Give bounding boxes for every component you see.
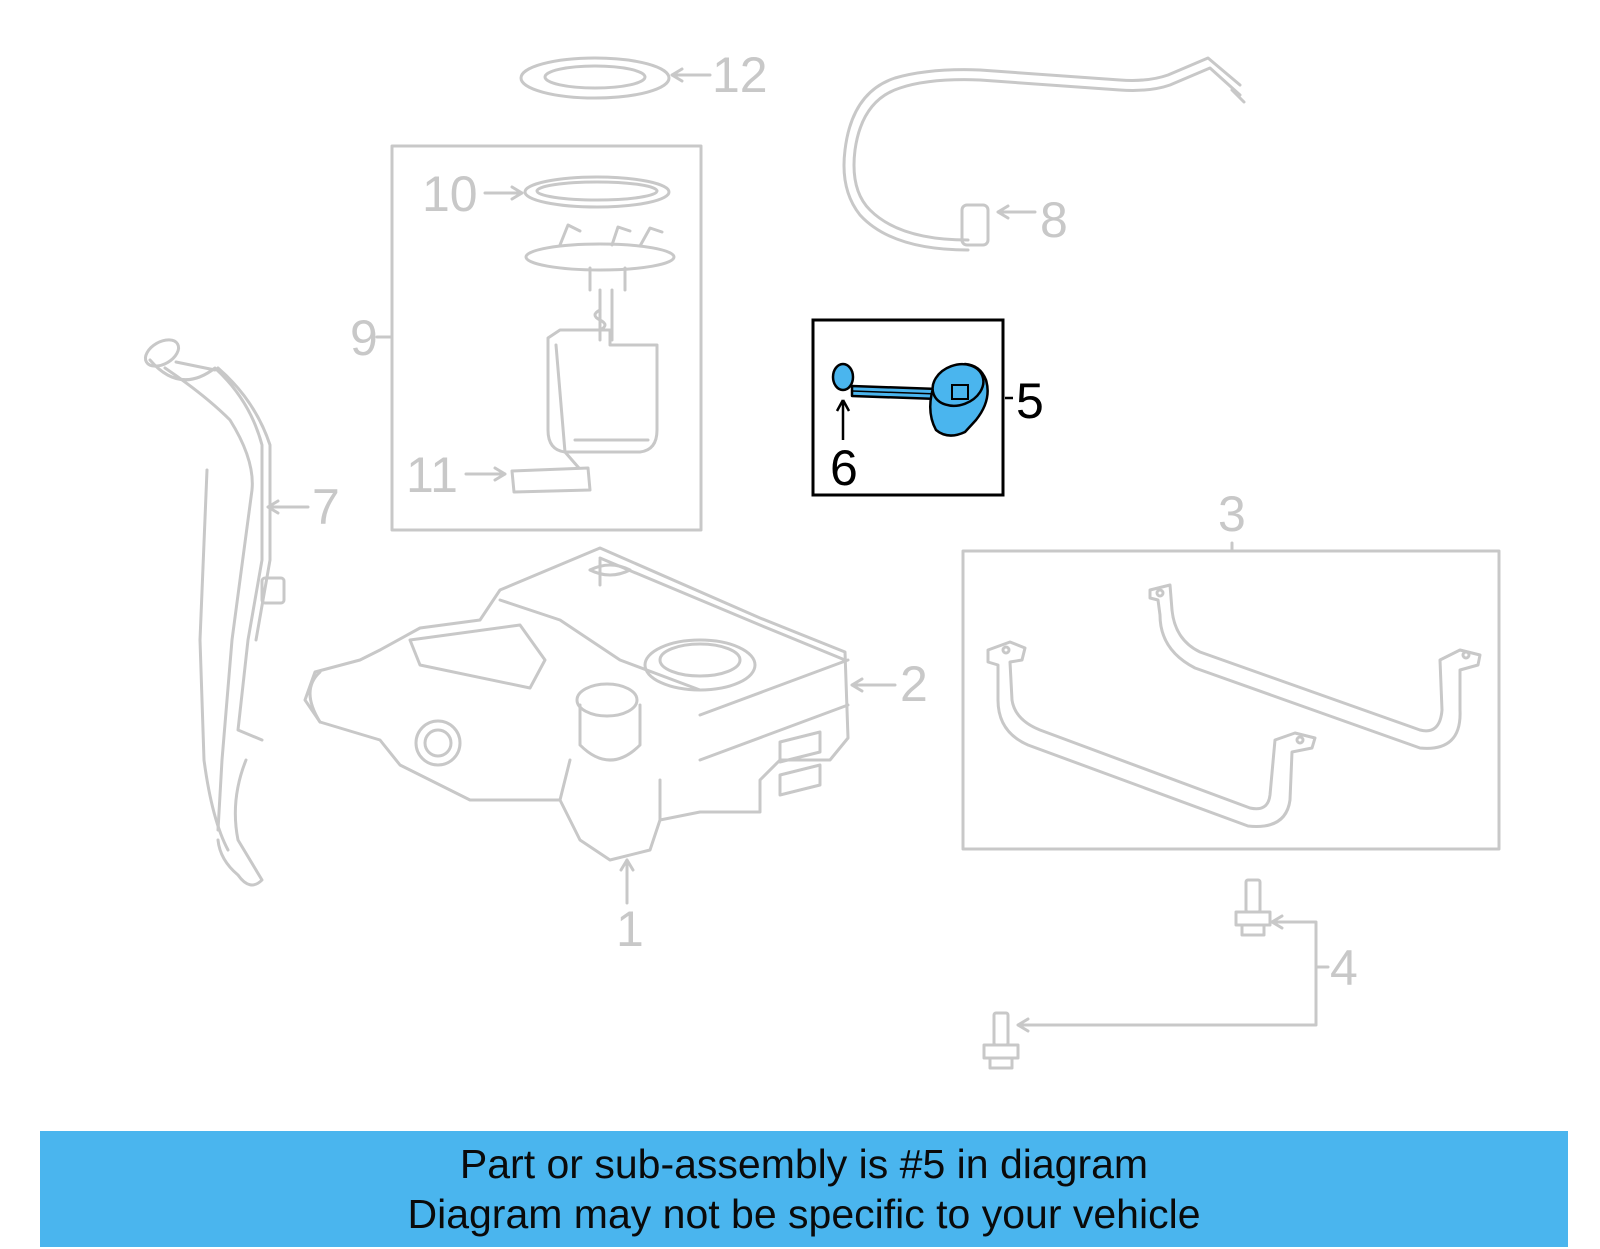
part-3-tank-straps[interactable] bbox=[961, 541, 1501, 851]
callout-1: 1 bbox=[616, 901, 644, 957]
info-banner: Part or sub-assembly is #5 in diagram Di… bbox=[40, 1131, 1568, 1247]
part-12-seal-ring[interactable] bbox=[519, 56, 712, 100]
callout-11: 11 bbox=[406, 447, 458, 503]
callout-8: 8 bbox=[1040, 192, 1068, 248]
callout-4: 4 bbox=[1330, 940, 1358, 996]
banner-line-2: Diagram may not be specific to your vehi… bbox=[407, 1191, 1201, 1237]
part-4-bolts[interactable] bbox=[982, 878, 1272, 1070]
banner-line-1: Part or sub-assembly is #5 in diagram bbox=[459, 1141, 1149, 1187]
callout-2: 2 bbox=[900, 656, 928, 712]
callout-5: 5 bbox=[1016, 373, 1044, 429]
part-7-filler-pipe[interactable] bbox=[141, 334, 286, 887]
callout-7: 7 bbox=[312, 479, 340, 535]
part-1-fuel-tank[interactable] bbox=[303, 546, 850, 862]
part-9-fuel-pump-module[interactable] bbox=[390, 144, 703, 532]
callout-12: 12 bbox=[712, 47, 768, 103]
callout-6: 6 bbox=[830, 440, 858, 496]
callout-9: 9 bbox=[350, 310, 378, 366]
callout-3: 3 bbox=[1218, 486, 1246, 542]
callout-10: 10 bbox=[422, 166, 478, 222]
part-8-vapor-line[interactable] bbox=[842, 56, 1246, 252]
part-5-highlighted-assembly[interactable] bbox=[811, 318, 1013, 497]
